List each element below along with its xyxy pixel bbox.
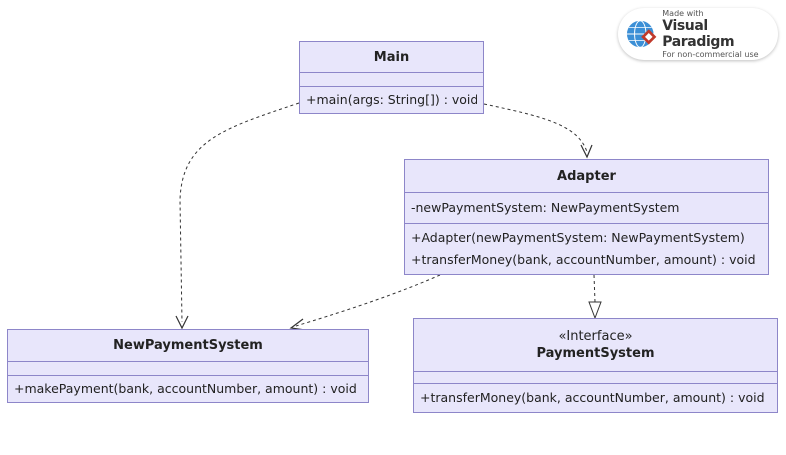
class-adapter-operations: +Adapter(newPaymentSystem: NewPaymentSys…	[405, 224, 768, 274]
class-payment-system-attributes	[414, 372, 777, 384]
class-new-payment-system-operations: +makePayment(bank, accountNumber, amount…	[8, 376, 368, 402]
dependency-main-to-adapter	[483, 103, 588, 153]
class-new-payment-system-operation: +makePayment(bank, accountNumber, amount…	[14, 381, 357, 396]
class-adapter-attribute: -newPaymentSystem: NewPaymentSystem	[411, 200, 680, 215]
visual-paradigm-watermark: Made with Visual Paradigm For non-commer…	[618, 8, 778, 60]
dependency-main-to-adapter-arrowhead	[580, 144, 593, 159]
watermark-text: Made with Visual Paradigm For non-commer…	[662, 9, 778, 59]
class-adapter-operation: +Adapter(newPaymentSystem: NewPaymentSys…	[411, 230, 745, 245]
class-main-header: Main	[300, 42, 483, 73]
class-new-payment-system-attributes	[8, 362, 368, 376]
class-new-payment-system-name: NewPaymentSystem	[113, 338, 263, 353]
realization-adapter-to-payment-system	[593, 274, 596, 303]
class-new-payment-system-header: NewPaymentSystem	[8, 330, 368, 362]
dependency-main-to-new-payment-system-arrowhead	[175, 315, 189, 330]
class-main-operation: +main(args: String[]) : void	[306, 92, 477, 107]
class-payment-system[interactable]: «Interface» PaymentSystem +transferMoney…	[413, 318, 778, 413]
watermark-line-brand: Visual Paradigm	[662, 18, 735, 50]
class-payment-system-operation: +transferMoney(bank, accountNumber, amou…	[420, 390, 765, 405]
watermark-line-made-with: Made with	[662, 9, 704, 18]
class-adapter-header: Adapter	[405, 160, 768, 193]
dependency-main-to-new-payment-system	[179, 102, 300, 323]
class-main-operations: +main(args: String[]) : void	[300, 87, 483, 113]
class-payment-system-operations: +transferMoney(bank, accountNumber, amou…	[414, 384, 777, 412]
visual-paradigm-logo-icon	[626, 20, 657, 48]
class-main[interactable]: Main +main(args: String[]) : void	[299, 41, 484, 114]
class-new-payment-system[interactable]: NewPaymentSystem +makePayment(bank, acco…	[7, 329, 369, 403]
class-main-name: Main	[373, 49, 410, 65]
class-main-attributes	[300, 73, 483, 87]
class-payment-system-stereotype: «Interface»	[558, 329, 633, 344]
class-adapter-attributes: -newPaymentSystem: NewPaymentSystem	[405, 193, 768, 224]
class-adapter-name: Adapter	[557, 168, 616, 184]
watermark-line-usage: For non-commercial use	[662, 50, 759, 59]
class-adapter-operation: +transferMoney(bank, accountNumber, amou…	[411, 252, 756, 267]
dependency-adapter-to-new-payment-system	[295, 274, 441, 327]
class-payment-system-header: «Interface» PaymentSystem	[414, 319, 777, 372]
realization-adapter-to-payment-system-arrowhead	[588, 301, 602, 320]
class-payment-system-name: PaymentSystem	[536, 346, 655, 361]
class-adapter[interactable]: Adapter -newPaymentSystem: NewPaymentSys…	[404, 159, 769, 275]
